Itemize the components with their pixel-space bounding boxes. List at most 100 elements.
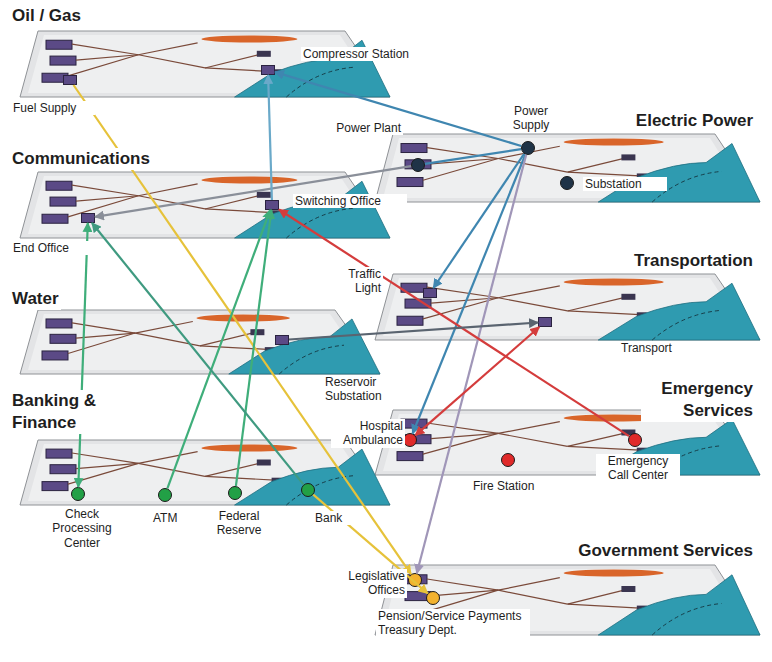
facility-label: Bank bbox=[313, 511, 361, 525]
building-icon bbox=[397, 452, 423, 461]
facility-dot: Bank bbox=[301, 483, 315, 497]
facility-dot: Hospital Ambulance bbox=[403, 433, 417, 447]
layer-illustration bbox=[20, 310, 380, 374]
facility-label: Federal Reserve bbox=[199, 509, 279, 538]
road-line bbox=[568, 296, 630, 311]
facility-label: Transport bbox=[619, 341, 703, 355]
facility-label: Legislative Offices bbox=[327, 569, 407, 598]
facility-label: Traffic Light bbox=[323, 267, 383, 296]
infrastructure-layer: WaterReservoir Substation bbox=[5, 288, 390, 383]
facility-dot: Fire Station bbox=[501, 453, 515, 467]
facility-label: Compressor Station bbox=[301, 47, 435, 61]
lake-shape bbox=[201, 36, 297, 43]
road-line bbox=[138, 184, 197, 196]
road-line bbox=[200, 346, 272, 350]
building-icon bbox=[405, 299, 431, 308]
infrastructure-layer: Oil / GasCompressor StationFuel Supply bbox=[5, 5, 390, 105]
road-line bbox=[135, 333, 200, 346]
road-line bbox=[205, 53, 264, 68]
building-icon bbox=[50, 56, 76, 65]
shore-line bbox=[652, 604, 721, 636]
facility-icon: Reservoir Substation bbox=[275, 335, 289, 345]
facility-label: Pension/Service Payments Treasury Dept. bbox=[376, 609, 530, 638]
facility-label: Emergency Call Center bbox=[596, 454, 680, 483]
facility-label: Reservoir Substation bbox=[323, 375, 403, 404]
water-area bbox=[598, 144, 760, 202]
facility-icon: End Office bbox=[81, 213, 95, 223]
facility-label: End Office bbox=[11, 241, 95, 255]
layer-plane bbox=[20, 310, 380, 374]
facility-dot: Power Supply bbox=[521, 141, 535, 155]
facility-label: Power Plant bbox=[319, 121, 403, 135]
road-line bbox=[205, 476, 279, 480]
road-line bbox=[72, 453, 138, 463]
water-area bbox=[598, 283, 760, 340]
building-icon bbox=[621, 154, 635, 160]
facility-dot: Legislative Offices bbox=[408, 573, 422, 587]
building-icon bbox=[257, 460, 271, 466]
building-icon bbox=[42, 482, 68, 491]
shore-line bbox=[286, 476, 353, 505]
road-line bbox=[200, 332, 258, 346]
road-line bbox=[498, 433, 567, 446]
lake-shape bbox=[564, 279, 664, 286]
building-icon bbox=[250, 329, 264, 335]
road-line bbox=[68, 463, 138, 484]
road-line bbox=[568, 157, 630, 172]
layer-plane bbox=[20, 440, 390, 505]
road-line bbox=[498, 422, 560, 434]
road-line bbox=[423, 433, 498, 454]
layer-illustration bbox=[20, 31, 390, 97]
building-icon bbox=[46, 319, 72, 328]
facility-label: ATM bbox=[151, 511, 195, 525]
layer-title: Banking & Finance bbox=[10, 390, 114, 434]
road-line bbox=[427, 287, 498, 298]
layer-title: Communications bbox=[10, 148, 152, 170]
shore-line bbox=[652, 310, 721, 340]
road-line bbox=[72, 323, 135, 333]
road-line bbox=[427, 579, 498, 590]
road-line bbox=[205, 462, 264, 476]
layer-illustration bbox=[375, 134, 760, 202]
facility-dot: Power Plant bbox=[411, 158, 425, 172]
facility-icon: Switching Office bbox=[265, 200, 279, 210]
lake-shape bbox=[196, 315, 290, 322]
infrastructure-layer: Government ServicesLegislative OfficesPe… bbox=[365, 540, 765, 650]
building-icon bbox=[257, 192, 271, 198]
water-area bbox=[229, 319, 380, 374]
facility-label: Power Supply bbox=[504, 104, 558, 133]
facility-icon: Compressor Station bbox=[261, 65, 275, 75]
road-line bbox=[68, 333, 135, 353]
facility-dot: Emergency Call Center bbox=[628, 433, 642, 447]
road-line bbox=[427, 148, 498, 159]
lake-shape bbox=[564, 139, 664, 146]
building-icon bbox=[401, 144, 427, 153]
road-line bbox=[568, 432, 630, 446]
road-line bbox=[138, 452, 197, 464]
shore-line bbox=[286, 67, 353, 97]
building-icon bbox=[46, 449, 72, 458]
dependency-arrow bbox=[417, 155, 526, 573]
facility-dot: ATM bbox=[158, 488, 172, 502]
road-line bbox=[498, 590, 567, 604]
road-line bbox=[423, 158, 498, 180]
facility-label: Fire Station bbox=[471, 479, 565, 493]
building-icon bbox=[257, 51, 271, 57]
building-icon bbox=[50, 197, 76, 206]
infrastructure-layer: Electric PowerPower PlantPower SupplySub… bbox=[365, 108, 765, 208]
facility-icon: Traffic Light bbox=[423, 288, 437, 298]
facility-label: Switching Office bbox=[293, 194, 407, 208]
infrastructure-layer: CommunicationsSwitching OfficeEnd Office bbox=[5, 148, 390, 248]
road-line bbox=[138, 463, 205, 476]
building-icon bbox=[46, 40, 72, 49]
road-line bbox=[427, 423, 498, 433]
road-line bbox=[568, 446, 645, 450]
road-line bbox=[498, 298, 567, 311]
facility-icon: Fuel Supply bbox=[63, 75, 77, 85]
layer-title: Government Services bbox=[576, 540, 755, 562]
facility-label: Hospital Ambulance bbox=[331, 419, 405, 448]
building-icon bbox=[42, 214, 68, 223]
layer-title: Emergency Services bbox=[641, 378, 755, 422]
building-icon bbox=[621, 294, 635, 300]
